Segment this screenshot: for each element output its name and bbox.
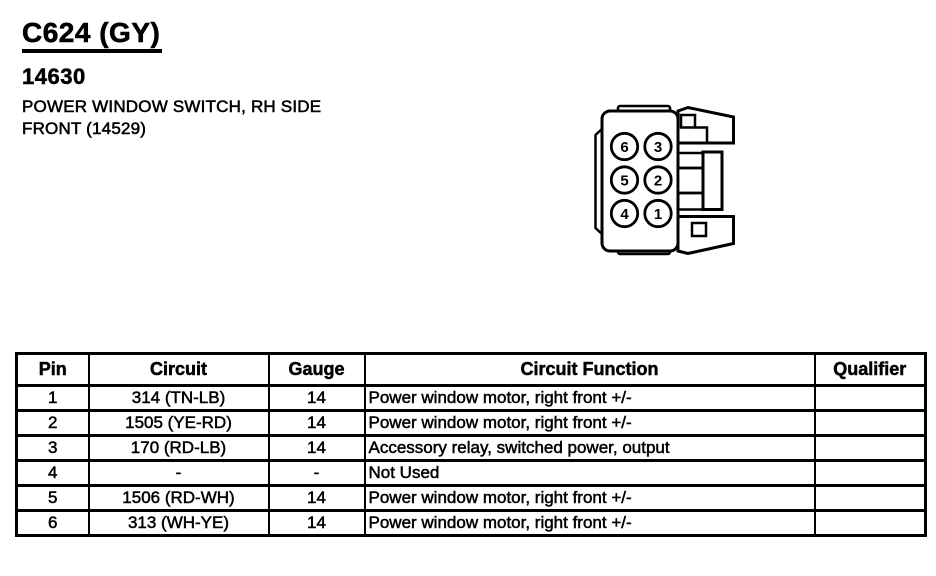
connector-center-tab (701, 150, 724, 211)
column-header-function: Circuit Function (363, 352, 816, 387)
cell-function: Power window motor, right front +/- (363, 484, 816, 512)
pinout-table: Pin Circuit Gauge Circuit Function Quali… (15, 352, 927, 537)
cell-gauge: 14 (267, 384, 366, 412)
cell-qualifier (813, 384, 927, 412)
cell-function: Accessory relay, switched power, output (363, 434, 816, 462)
cell-pin: 1 (15, 384, 90, 412)
table-row: 1 314 (TN-LB) 14 Power window motor, rig… (15, 384, 927, 412)
table-row: 4 - - Not Used (15, 459, 927, 487)
connector-pin-number: 6 (620, 139, 628, 156)
cell-function: Power window motor, right front +/- (363, 409, 816, 437)
cell-qualifier (813, 484, 927, 512)
connector-bottom-latch-notch (690, 221, 708, 238)
connector-pin-number: 3 (654, 139, 662, 156)
connector-pin-number: 1 (654, 206, 662, 223)
column-header-qualifier: Qualifier (813, 352, 927, 387)
cell-qualifier (813, 409, 927, 437)
table-header-row: Pin Circuit Gauge Circuit Function Quali… (15, 352, 927, 387)
pin-cavity (609, 198, 640, 229)
cell-gauge: 14 (267, 509, 366, 537)
pin-cavity (609, 165, 640, 195)
table-row: 6 313 (WH-YE) 14 Power window motor, rig… (15, 509, 927, 537)
cell-pin: 4 (15, 459, 90, 487)
cell-circuit: 1505 (YE-RD) (87, 409, 270, 437)
connector-id-title: C624 (GY) (22, 17, 163, 53)
connector-face-diagram: 6 3 5 2 4 1 (594, 104, 735, 256)
cell-circuit: 314 (TN-LB) (87, 384, 270, 412)
cell-function: Not Used (363, 459, 816, 487)
pin-cavity (643, 165, 673, 195)
table-row: 5 1506 (RD-WH) 14 Power window motor, ri… (15, 484, 927, 512)
cell-pin: 6 (15, 509, 90, 537)
connector-center-socket (676, 166, 705, 195)
cell-gauge: - (267, 459, 366, 487)
cell-circuit: 170 (RD-LB) (87, 434, 270, 462)
pinout-table-body: 1 314 (TN-LB) 14 Power window motor, rig… (15, 384, 927, 537)
cell-gauge: 14 (267, 434, 366, 462)
part-number: 14630 (22, 64, 86, 90)
column-header-circuit: Circuit (87, 352, 270, 387)
pin-cavity (609, 131, 640, 162)
cell-pin: 2 (15, 409, 90, 437)
component-description-line2: FRONT (14529) (22, 119, 147, 139)
cell-function: Power window motor, right front +/- (363, 384, 816, 412)
component-description-line1: POWER WINDOW SWITCH, RH SIDE (22, 97, 322, 117)
table-row: 2 1505 (YE-RD) 14 Power window motor, ri… (15, 409, 927, 437)
cell-function: Power window motor, right front +/- (363, 509, 816, 537)
pin-cavity (643, 198, 673, 229)
connector-top-latch-step (695, 126, 709, 143)
component-description: POWER WINDOW SWITCH, RH SIDE FRONT (1452… (22, 96, 322, 140)
cell-gauge: 14 (267, 409, 366, 437)
connector-pin-number: 2 (654, 173, 662, 190)
cell-circuit: 313 (WH-YE) (87, 509, 270, 537)
column-header-gauge: Gauge (267, 352, 366, 387)
cell-qualifier (813, 434, 927, 462)
cell-circuit: - (87, 459, 270, 487)
table-row: 3 170 (RD-LB) 14 Accessory relay, switch… (15, 434, 927, 462)
connector-pin-number: 4 (620, 206, 629, 223)
connector-top-latch-notch (679, 113, 697, 129)
cell-pin: 3 (15, 434, 90, 462)
cell-qualifier (813, 459, 927, 487)
column-header-pin: Pin (15, 352, 90, 387)
pin-cavity (643, 131, 673, 162)
cell-gauge: 14 (267, 484, 366, 512)
cell-pin: 5 (15, 484, 90, 512)
cell-qualifier (813, 509, 927, 537)
cell-circuit: 1506 (RD-WH) (87, 484, 270, 512)
connector-pin-number: 5 (620, 173, 628, 190)
